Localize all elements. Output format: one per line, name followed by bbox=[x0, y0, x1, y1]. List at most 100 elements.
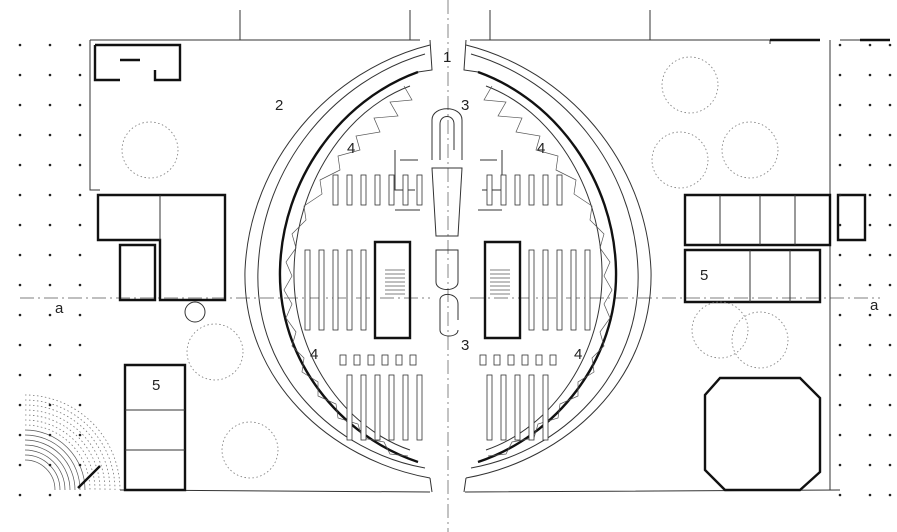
column-point bbox=[888, 133, 892, 137]
stack-shelf bbox=[514, 174, 521, 206]
column-point bbox=[868, 403, 872, 407]
column-point bbox=[78, 373, 82, 377]
stack-shelf bbox=[346, 249, 353, 331]
column-point bbox=[48, 103, 52, 107]
stack-shelf bbox=[535, 354, 543, 366]
amphitheatre-wall bbox=[77, 465, 101, 489]
amphitheatre bbox=[24, 394, 121, 491]
stack-shelf bbox=[584, 249, 591, 331]
column-point bbox=[48, 223, 52, 227]
seating-row bbox=[24, 434, 81, 491]
column-point bbox=[888, 403, 892, 407]
label-entrance: 1 bbox=[443, 49, 451, 66]
column-point bbox=[48, 73, 52, 77]
column-point bbox=[18, 223, 22, 227]
column-point bbox=[78, 253, 82, 257]
column-point bbox=[48, 133, 52, 137]
column-point bbox=[18, 433, 22, 437]
stack-shelf bbox=[521, 354, 529, 366]
stack-shelf bbox=[388, 374, 395, 441]
column-point bbox=[868, 313, 872, 317]
stack-shelf bbox=[409, 354, 417, 366]
column-point bbox=[78, 433, 82, 437]
label-offices-left: 5 bbox=[152, 377, 160, 394]
stack-shelf bbox=[570, 249, 577, 331]
column-point bbox=[18, 313, 22, 317]
column-point bbox=[888, 43, 892, 47]
column-point bbox=[18, 73, 22, 77]
labels: 1 2 3 3 4 4 4 4 5 5 a a bbox=[55, 49, 879, 394]
stack-shelf bbox=[367, 354, 375, 366]
column-point bbox=[838, 463, 842, 467]
column-point bbox=[48, 433, 52, 437]
stack-shelf bbox=[542, 174, 549, 206]
label-concourse: 2 bbox=[275, 97, 283, 114]
column-point bbox=[18, 253, 22, 257]
column-point bbox=[18, 43, 22, 47]
column-point bbox=[18, 463, 22, 467]
column-point bbox=[48, 313, 52, 317]
label-section-left: a bbox=[55, 300, 64, 317]
column-point bbox=[868, 253, 872, 257]
column-point bbox=[888, 193, 892, 197]
column-point bbox=[888, 73, 892, 77]
stack-shelf bbox=[528, 374, 535, 441]
column-point bbox=[868, 163, 872, 167]
seating-row bbox=[24, 429, 86, 491]
column-point bbox=[48, 403, 52, 407]
label-ramp-bottom: 3 bbox=[461, 337, 469, 354]
stack-shelf bbox=[514, 374, 521, 441]
stack-shelf bbox=[381, 354, 389, 366]
stack-shelf bbox=[528, 174, 535, 206]
column-point bbox=[78, 163, 82, 167]
section-axis bbox=[20, 0, 880, 532]
column-point bbox=[838, 223, 842, 227]
column-point bbox=[868, 463, 872, 467]
stack-shelf bbox=[332, 174, 339, 206]
column-point bbox=[868, 373, 872, 377]
column-point bbox=[868, 343, 872, 347]
column-point bbox=[78, 223, 82, 227]
stack-shelf bbox=[353, 354, 361, 366]
column-point bbox=[888, 313, 892, 317]
column-point bbox=[48, 253, 52, 257]
column-point bbox=[48, 493, 52, 497]
column-point bbox=[18, 493, 22, 497]
column-point bbox=[18, 373, 22, 377]
label-stacks-bl: 4 bbox=[310, 346, 318, 363]
column-point bbox=[78, 73, 82, 77]
stack-shelf bbox=[542, 249, 549, 331]
column-point bbox=[868, 223, 872, 227]
column-point bbox=[888, 463, 892, 467]
stack-shelf bbox=[416, 374, 423, 441]
column-point bbox=[838, 253, 842, 257]
seating-row bbox=[24, 449, 66, 491]
column-point bbox=[888, 493, 892, 497]
stack-shelf bbox=[374, 174, 381, 206]
column-point bbox=[838, 403, 842, 407]
column-point bbox=[18, 193, 22, 197]
seating-row bbox=[24, 419, 96, 491]
seating-row bbox=[24, 409, 106, 491]
seating-row bbox=[24, 394, 121, 491]
stack-shelf bbox=[556, 174, 563, 206]
stack-shelf bbox=[360, 374, 367, 441]
column-point bbox=[888, 283, 892, 287]
left-wing-rooms bbox=[93, 43, 227, 492]
central-hall bbox=[244, 44, 652, 479]
column-point bbox=[888, 163, 892, 167]
stack-shelf bbox=[493, 354, 501, 366]
stack-shelf bbox=[542, 374, 549, 441]
stack-shelf bbox=[388, 174, 395, 206]
stack-shelf bbox=[528, 249, 535, 331]
stack-shelf bbox=[402, 174, 409, 206]
stack-shelf bbox=[402, 374, 409, 441]
column-point bbox=[838, 373, 842, 377]
column-point bbox=[838, 313, 842, 317]
column-point bbox=[838, 193, 842, 197]
column-point bbox=[18, 403, 22, 407]
column-point bbox=[888, 433, 892, 437]
column-point bbox=[78, 133, 82, 137]
column-point bbox=[78, 193, 82, 197]
